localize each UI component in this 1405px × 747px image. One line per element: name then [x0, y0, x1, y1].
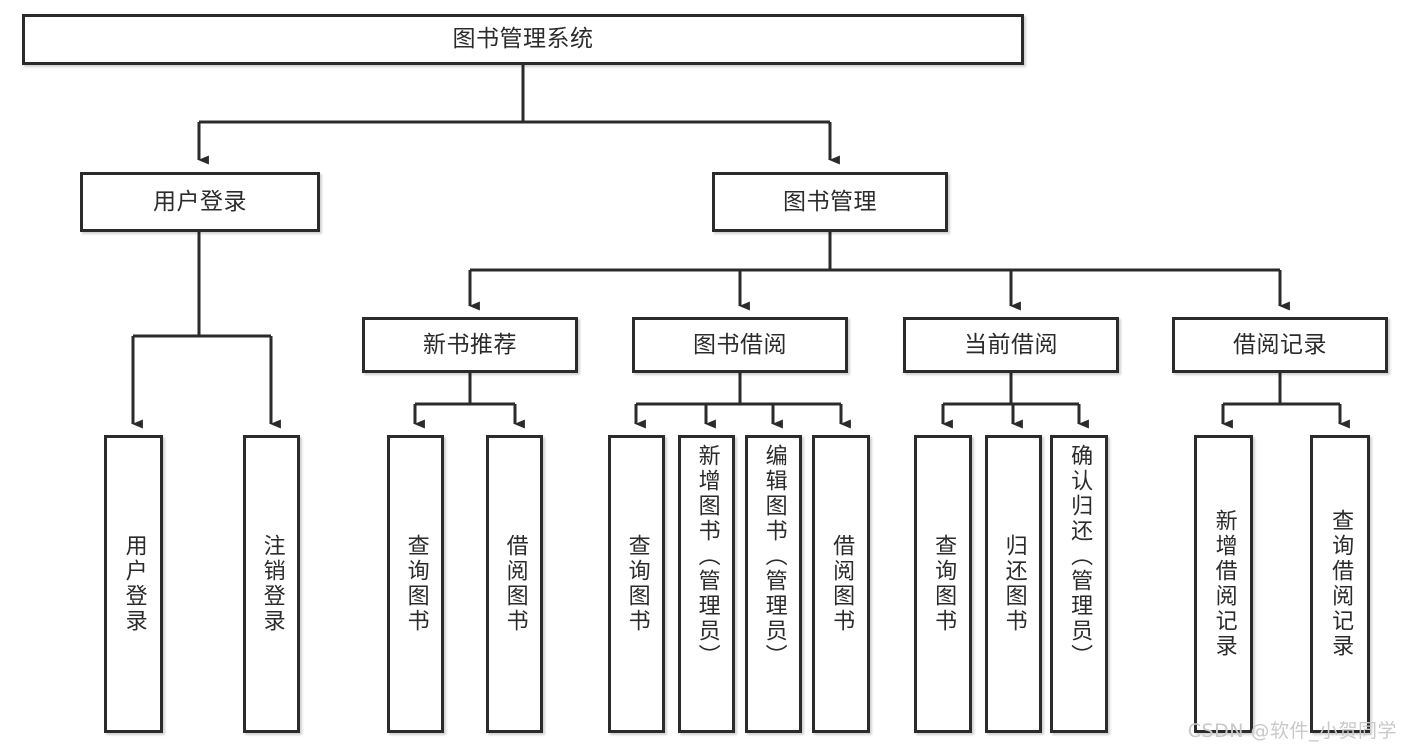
- leaf-return-book-label: 归还图书: [1001, 534, 1027, 634]
- leaf-return-book[interactable]: 归还图书: [985, 435, 1042, 733]
- leaf-query-book-3[interactable]: 查询图书: [914, 435, 972, 733]
- leaf-add-borrow-record[interactable]: 新增借阅记录: [1194, 435, 1253, 733]
- node-new-book-recommend[interactable]: 新书推荐: [362, 317, 578, 373]
- node-root[interactable]: 图书管理系统: [22, 14, 1024, 65]
- node-user-login-label: 用户登录: [153, 188, 247, 215]
- node-book-borrow[interactable]: 图书借阅: [632, 317, 848, 373]
- leaf-borrow-book-2[interactable]: 借阅图书: [812, 435, 870, 733]
- leaf-query-book-2-label: 查询图书: [624, 534, 650, 634]
- node-current-borrow[interactable]: 当前借阅: [903, 317, 1119, 373]
- leaf-logout-label: 注销登录: [259, 534, 285, 634]
- node-root-label: 图书管理系统: [452, 26, 594, 53]
- leaf-query-book-1-label: 查询图书: [403, 534, 429, 634]
- leaf-borrow-book-1-label: 借阅图书: [502, 534, 528, 634]
- node-new-book-recommend-label: 新书推荐: [423, 331, 517, 358]
- leaf-query-borrow-record-label: 查询借阅记录: [1328, 509, 1354, 659]
- node-user-login[interactable]: 用户登录: [80, 172, 320, 232]
- node-book-manage-label: 图书管理: [783, 188, 877, 215]
- leaf-edit-book-admin-label: 编辑图书（管理员）: [761, 444, 787, 669]
- node-book-borrow-label: 图书借阅: [693, 331, 787, 358]
- node-current-borrow-label: 当前借阅: [964, 331, 1058, 358]
- node-borrow-record-label: 借阅记录: [1233, 331, 1327, 358]
- node-book-manage[interactable]: 图书管理: [712, 172, 948, 232]
- leaf-add-book-admin-label: 新增图书（管理员）: [694, 444, 720, 669]
- leaf-user-login[interactable]: 用户登录: [104, 435, 163, 733]
- leaf-query-book-2[interactable]: 查询图书: [608, 435, 665, 733]
- leaf-add-borrow-record-label: 新增借阅记录: [1211, 509, 1237, 659]
- leaf-query-book-3-label: 查询图书: [931, 534, 957, 634]
- leaf-query-borrow-record[interactable]: 查询借阅记录: [1310, 435, 1370, 733]
- leaf-borrow-book-1[interactable]: 借阅图书: [486, 435, 543, 733]
- leaf-add-book-admin[interactable]: 新增图书（管理员）: [678, 435, 735, 733]
- leaf-confirm-return-label: 确认归还（管理员）: [1067, 444, 1093, 669]
- leaf-borrow-book-2-label: 借阅图书: [829, 534, 855, 634]
- leaf-logout[interactable]: 注销登录: [243, 435, 300, 733]
- leaf-edit-book-admin[interactable]: 编辑图书（管理员）: [745, 435, 802, 733]
- leaf-user-login-label: 用户登录: [121, 534, 147, 634]
- node-borrow-record[interactable]: 借阅记录: [1172, 317, 1388, 373]
- leaf-confirm-return[interactable]: 确认归还（管理员）: [1050, 435, 1108, 733]
- leaf-query-book-1[interactable]: 查询图书: [387, 435, 444, 733]
